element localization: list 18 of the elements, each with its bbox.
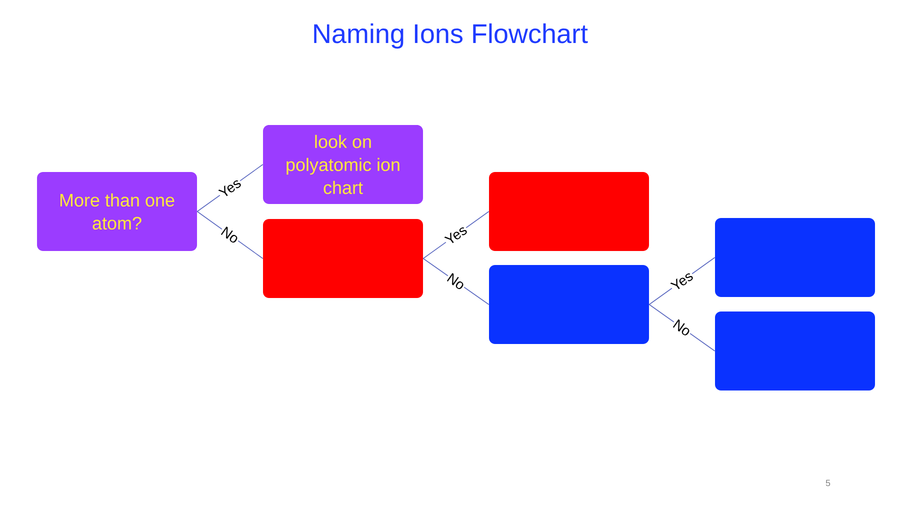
empty-box: [263, 219, 423, 298]
empty-box: [489, 172, 649, 251]
edge-label: Yes: [668, 268, 696, 293]
question-box: More than one atom?: [37, 172, 197, 251]
connector-line: [196, 211, 264, 259]
page-number: 5: [826, 480, 830, 486]
empty-box: [715, 218, 875, 297]
title: Naming Ions Flowchart: [314, 23, 588, 49]
connector-line: [648, 304, 716, 352]
edge-label: No: [444, 270, 468, 292]
step-box: look on polyatomic ion chart: [263, 125, 423, 204]
edge-label: Yes: [216, 176, 244, 200]
edge-label: No: [670, 317, 694, 338]
edge-label: Yes: [442, 222, 470, 248]
edge-label: No: [218, 224, 242, 246]
empty-box: [489, 265, 649, 344]
connector-line: [422, 258, 490, 305]
empty-box: [715, 312, 875, 390]
